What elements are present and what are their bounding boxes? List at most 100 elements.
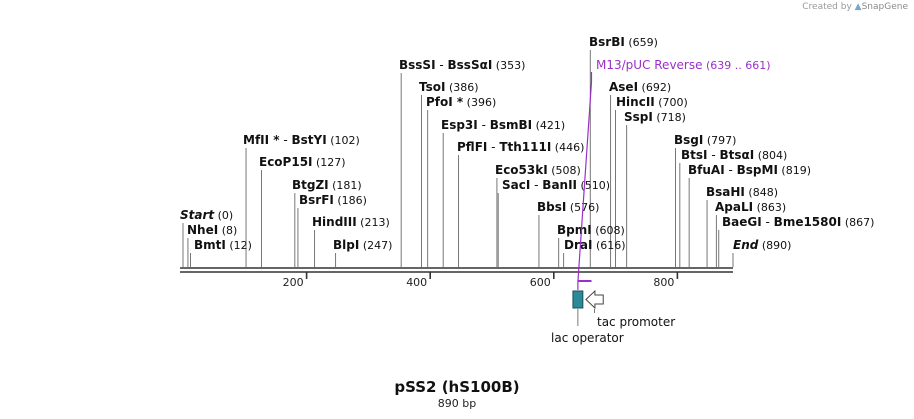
site-position: (863) xyxy=(753,201,786,214)
credit-brand: SnapGene xyxy=(861,2,908,12)
site-position: (353) xyxy=(492,59,525,72)
lac-operator-box xyxy=(572,290,584,309)
site-position: (12) xyxy=(226,239,252,252)
site-name: PflFI xyxy=(457,140,487,154)
site-position: (186) xyxy=(334,194,367,207)
site-position: (396) xyxy=(463,96,496,109)
site-name: BtgZI xyxy=(292,178,329,192)
site-position: (247) xyxy=(359,239,392,252)
site-name: BmtI xyxy=(194,238,226,252)
site-label-mfii: MfII * - BstYI (102) xyxy=(243,133,360,147)
site-name: HindIII xyxy=(312,215,357,229)
site-position: (102) xyxy=(327,134,360,147)
site-separator: - xyxy=(530,178,542,192)
site-name: Start xyxy=(180,208,215,222)
site-separator: - xyxy=(478,118,490,132)
site-alt-name: BtsαI xyxy=(719,148,754,162)
site-position: (692) xyxy=(638,81,671,94)
site-name: SspI xyxy=(624,110,653,124)
site-name: MfII * xyxy=(243,133,280,147)
site-separator: - xyxy=(280,133,292,147)
site-separator: - xyxy=(708,148,720,162)
site-name: ApaLI xyxy=(715,200,753,214)
ruler-tick-label-400: 400 xyxy=(406,276,427,289)
site-leader-lines xyxy=(182,50,734,267)
ruler-tick-label-600: 600 xyxy=(530,276,551,289)
site-name: BlpI xyxy=(333,238,359,252)
site-position: (127) xyxy=(313,156,346,169)
site-position: (890) xyxy=(758,239,791,252)
site-label-pfoi: PfoI * (396) xyxy=(426,95,496,109)
site-position: (508) xyxy=(548,164,581,177)
site-position: (616) xyxy=(592,239,625,252)
site-name: AseI xyxy=(609,80,638,94)
site-label-bsgi: BsgI (797) xyxy=(674,133,736,147)
lac-operator-label: lac operator xyxy=(551,331,624,345)
tac-promoter-arrow xyxy=(585,289,604,310)
site-label-baegi: BaeGI - Bme1580I (867) xyxy=(722,215,874,229)
credit-prefix: Created by xyxy=(802,2,852,12)
site-label-bpmi: BpmI (608) xyxy=(557,223,625,237)
site-alt-name: BsmBI xyxy=(490,118,532,132)
site-label-bsrfi: BsrFI (186) xyxy=(299,193,367,207)
site-alt-name: BstYI xyxy=(292,133,327,147)
site-name: SacI xyxy=(502,178,530,192)
site-label-btgzi: BtgZI (181) xyxy=(292,178,362,192)
site-name: BsrFI xyxy=(299,193,334,207)
site-position: (797) xyxy=(703,134,736,147)
snapgene-logo-icon: ▲ xyxy=(854,2,862,12)
site-label-blpi: BlpI (247) xyxy=(333,238,392,252)
ruler-tick-label-800: 800 xyxy=(653,276,674,289)
site-label-saci: SacI - BanII (510) xyxy=(502,178,610,192)
site-name: TsoI xyxy=(419,80,445,94)
site-label-end: End (890) xyxy=(733,238,791,252)
site-label-asei: AseI (692) xyxy=(609,80,671,94)
site-name: BsgI xyxy=(674,133,703,147)
feature-annotations: lac operator tac promoter xyxy=(551,289,675,345)
site-label-bsssi: BssSI - BssSαI (353) xyxy=(399,58,525,72)
site-labels: BssSI - BssSαI (353) TsoI (386)PfoI * (39… xyxy=(180,35,874,252)
site-label-bmti: BmtI (12) xyxy=(194,238,252,252)
site-label-drai: DraI (616) xyxy=(564,238,626,252)
site-name: DraI xyxy=(564,238,592,252)
site-label-start: Start (0) xyxy=(180,208,233,222)
map-title-block: pSS2 (hS100B) 890 bp xyxy=(0,378,914,410)
site-position: (848) xyxy=(745,186,778,199)
site-label-sspi: SspI (718) xyxy=(624,110,686,124)
site-name: BpmI xyxy=(557,223,592,237)
site-alt-name: Bme1580I xyxy=(774,215,842,229)
map-title: pSS2 (hS100B) xyxy=(394,378,520,396)
primer-range: (639 .. 661) xyxy=(703,59,771,72)
site-name: HincII xyxy=(616,95,655,109)
tac-promoter-label: tac promoter xyxy=(597,315,675,329)
site-label-pflfi: PflFI - Tth111I (446) xyxy=(457,140,584,154)
site-position: (659) xyxy=(625,36,658,49)
site-position: (386) xyxy=(445,81,478,94)
site-position: (510) xyxy=(577,179,610,192)
site-label-bfuai: BfuAI - BspMI (819) xyxy=(688,163,811,177)
site-position: (213) xyxy=(357,216,390,229)
site-label-bbsi: BbsI (576) xyxy=(537,200,599,214)
site-alt-name: BanII xyxy=(542,178,577,192)
site-name: Eco53kI xyxy=(495,163,548,177)
site-label-tsoi: TsoI (386) xyxy=(419,80,479,94)
site-position: (804) xyxy=(754,149,787,162)
site-position: (819) xyxy=(778,164,811,177)
primer-annotation: M13/pUC Reverse (639 .. 661) xyxy=(577,58,771,290)
site-position: (700) xyxy=(655,96,688,109)
site-name: BsaHI xyxy=(706,185,745,199)
site-label-bsahi: BsaHI (848) xyxy=(706,185,778,199)
site-name: BsrBI xyxy=(589,35,625,49)
site-name: BtsI xyxy=(681,148,708,162)
site-label-bsrbi: BsrBI (659) xyxy=(589,35,658,49)
site-name: End xyxy=(733,238,759,252)
site-alt-name: BssSαI xyxy=(448,58,493,72)
site-position: (608) xyxy=(592,224,625,237)
site-label-hindiii: HindIII (213) xyxy=(312,215,390,229)
site-name: Esp3I xyxy=(441,118,478,132)
site-label-eco53ki: Eco53kI (508) xyxy=(495,163,581,177)
site-label-esp3i: Esp3I - BsmBI (421) xyxy=(441,118,565,132)
site-position: (0) xyxy=(214,209,233,222)
site-separator: - xyxy=(487,140,499,154)
